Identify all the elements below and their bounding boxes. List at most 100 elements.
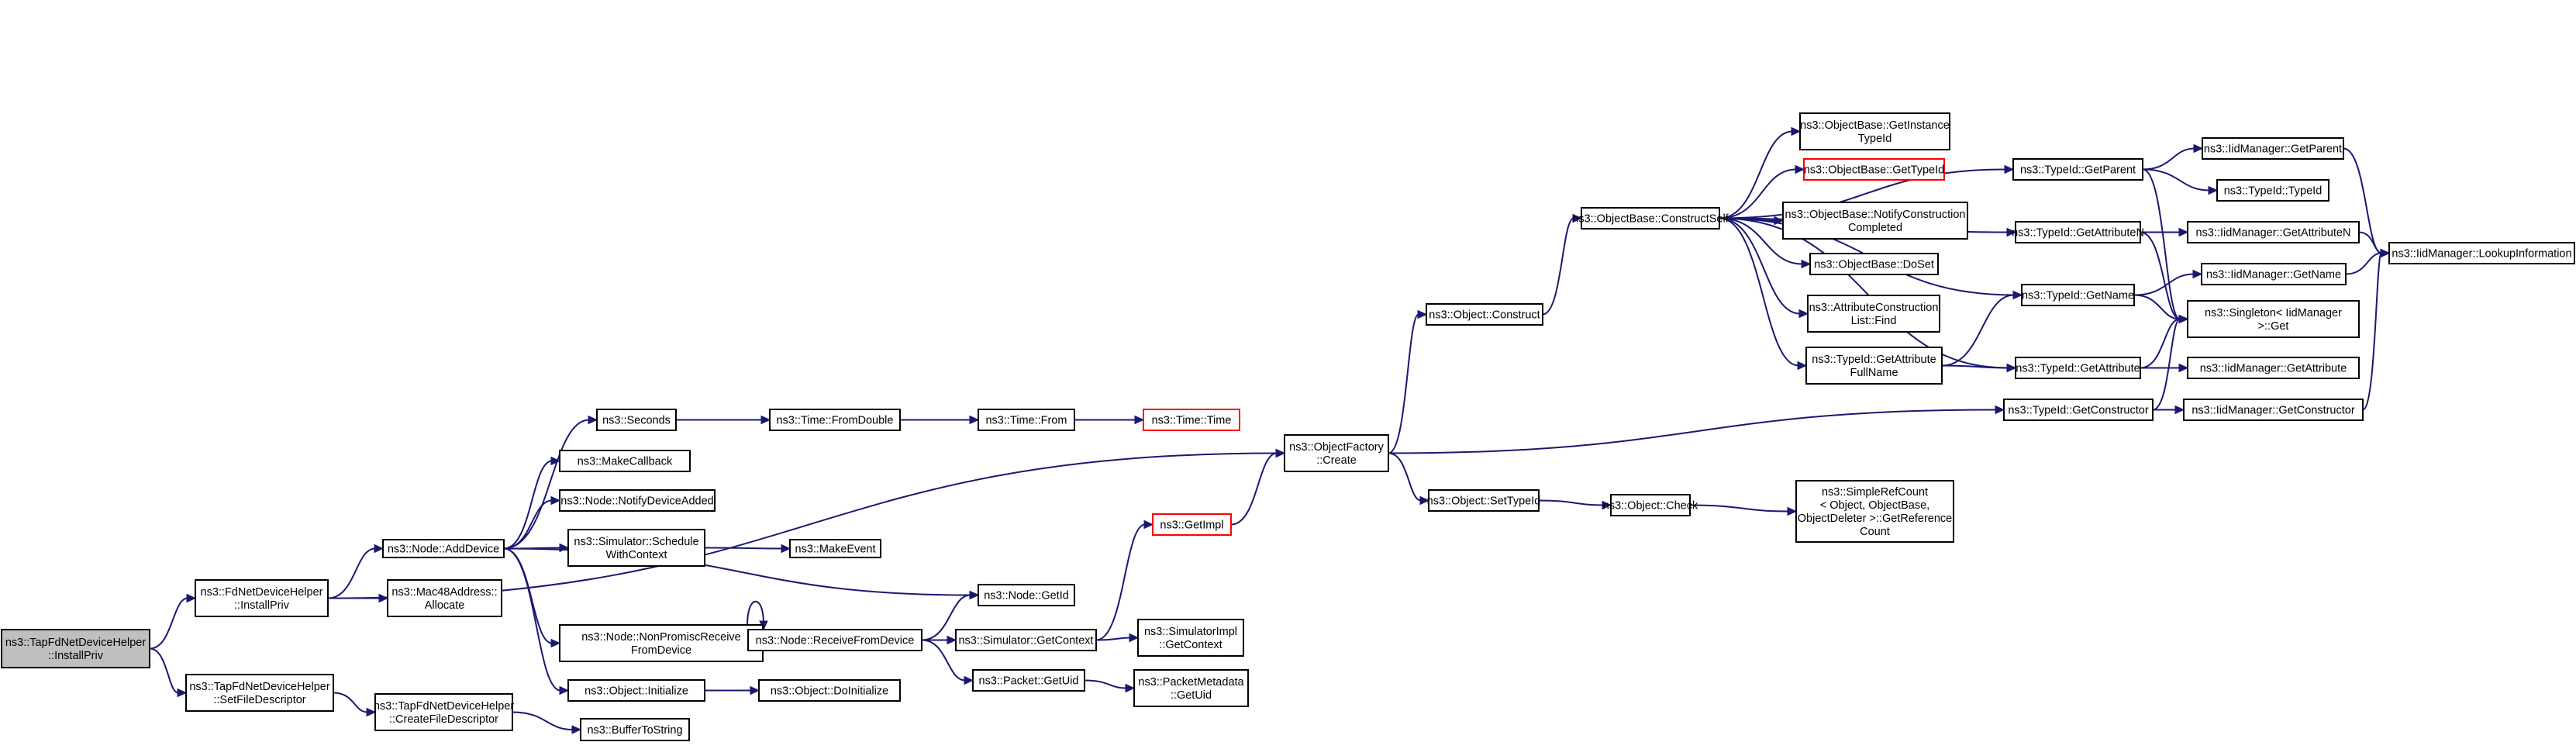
graph-node-simImplGetContext[interactable]: ns3::SimulatorImpl::GetContext <box>1137 619 1244 657</box>
graph-node-typeIdGetName[interactable]: ns3::TypeId::GetName <box>2021 284 2135 306</box>
graph-node-fdInstallPriv[interactable]: ns3::FdNetDeviceHelper::InstallPriv <box>195 579 329 617</box>
node-label-line: ns3::IidManager::GetParent <box>2204 143 2342 156</box>
node-label-line: ns3::AttributeConstruction <box>1809 302 1939 314</box>
graph-node-typeIdGetAttribute[interactable]: ns3::TypeId::GetAttribute <box>2015 357 2141 379</box>
graph-node-singletonGet[interactable]: ns3::Singleton< IidManager >::Get <box>2187 300 2360 338</box>
graph-node-pmGetUid[interactable]: ns3::PacketMetadata::GetUid <box>1133 669 1249 707</box>
edge-setFileDesc-to-createFileDesc <box>333 692 368 713</box>
edge-objConstruct-to-constructSelf <box>1542 217 1574 316</box>
graph-node-iidLookupInformation[interactable]: ns3::IidManager::LookupInformation <box>2388 242 2575 264</box>
graph-node-simGetContext[interactable]: ns3::Simulator::GetContext <box>955 629 1097 651</box>
graph-node-objInitialize[interactable]: ns3::Object::Initialize <box>567 679 705 702</box>
graph-node-makeCallback[interactable]: ns3::MakeCallback <box>559 450 691 472</box>
graph-node-iidGetName[interactable]: ns3::IidManager::GetName <box>2201 263 2347 285</box>
edge-arrowhead-addDevice-to-nonPromisc <box>550 638 561 648</box>
node-box <box>2183 399 2364 421</box>
graph-node-iidGetParent[interactable]: ns3::IidManager::GetParent <box>2202 137 2344 160</box>
graph-node-setFileDesc[interactable]: ns3::TapFdNetDeviceHelper::SetFileDescri… <box>185 674 334 712</box>
node-box <box>374 693 513 731</box>
node-box <box>1782 202 1968 240</box>
node-label-line: ::InstallPriv <box>48 650 104 662</box>
graph-node-iidGetAttribute[interactable]: ns3::IidManager::GetAttribute <box>2187 357 2360 379</box>
graph-node-simpleRefCount[interactable]: ns3::SimpleRefCount< Object, ObjectBase,… <box>1795 480 1954 543</box>
node-label-line: ns3::SimulatorImpl <box>1144 626 1237 638</box>
graph-node-typeIdGetParent[interactable]: ns3::TypeId::GetParent <box>2012 158 2143 181</box>
node-label-line: ns3::Node::AddDevice <box>388 544 499 556</box>
node-box <box>559 450 691 472</box>
node-label-line: ns3::IidManager::GetAttributeN <box>2196 227 2351 240</box>
edge-simGetContext-to-getImpl <box>1095 523 1146 641</box>
graph-node-objSetTypeId[interactable]: ns3::Object::SetTypeId <box>1427 489 1541 512</box>
node-label-line: ns3::MakeEvent <box>795 544 876 556</box>
edge-objCheck-to-simpleRefCount <box>1689 504 1789 513</box>
edge-arrowhead-addDevice-to-seconds <box>588 415 598 425</box>
graph-node-createFileDesc[interactable]: ns3::TapFdNetDeviceHelper::CreateFileDes… <box>374 693 515 731</box>
graph-node-seconds[interactable]: ns3::Seconds <box>596 409 677 431</box>
graph-node-notifyDeviceAdded[interactable]: ns3::Node::NotifyDeviceAdded <box>559 489 716 512</box>
node-label-line: ns3::Object::DoInitialize <box>771 685 888 698</box>
node-box <box>382 539 505 558</box>
graph-node-bufferToString[interactable]: ns3::BufferToString <box>580 718 690 741</box>
edge-arrowhead-seconds-to-timeFromDouble <box>760 415 771 425</box>
graph-node-objConstruct[interactable]: ns3::Object::Construct <box>1426 303 1543 326</box>
edge-arrowhead-receiveFromDevice-to-packetGetUid <box>964 675 974 685</box>
edge-root-to-setFileDesc <box>149 647 179 694</box>
node-label-line: ns3::Node::ReceiveFromDevice <box>756 635 915 647</box>
node-box <box>1809 253 1939 275</box>
graph-node-timeTime[interactable]: ns3::Time::Time <box>1143 409 1240 431</box>
graph-node-typeIdGetAttributeN[interactable]: ns3::TypeId::GetAttributeN <box>2012 221 2144 243</box>
node-label-line: ns3::IidManager::LookupInformation <box>2392 248 2571 261</box>
graph-node-timeFrom[interactable]: ns3::Time::From <box>978 409 1075 431</box>
graph-node-doInitialize[interactable]: ns3::Object::DoInitialize <box>758 679 901 702</box>
edges-layer <box>149 126 2391 734</box>
graph-node-timeFromDouble[interactable]: ns3::Time::FromDouble <box>769 409 901 431</box>
graph-node-packetGetUid[interactable]: ns3::Packet::GetUid <box>972 669 1085 692</box>
edge-createFileDesc-to-bufferToString <box>512 711 574 730</box>
node-label-line: ns3::FdNetDeviceHelper <box>201 586 323 599</box>
graph-node-receiveFromDevice[interactable]: ns3::Node::ReceiveFromDevice <box>747 629 922 651</box>
node-label-line: ns3::ObjectBase::GetTypeId <box>1804 164 1944 177</box>
node-label-line: ns3::SimpleRefCount <box>1822 486 1928 499</box>
graph-node-notifyConstruction[interactable]: ns3::ObjectBase::NotifyConstructionCompl… <box>1782 202 1968 240</box>
graph-node-nodeGetId[interactable]: ns3::Node::GetId <box>978 584 1075 606</box>
graph-node-doSet[interactable]: ns3::ObjectBase::DoSet <box>1809 253 1939 275</box>
graph-node-objCheck[interactable]: ns3::Object::Check <box>1603 494 1698 516</box>
edge-constructSelf-to-getInstanceTypeId <box>1719 130 1793 219</box>
node-box <box>567 679 705 702</box>
graph-node-obGetTypeId[interactable]: ns3::ObjectBase::GetTypeId <box>1803 158 1945 181</box>
edge-arrowhead-simGetContext-to-simImplGetContext <box>1129 633 1140 643</box>
edge-arrowhead-getAttrFullName-to-typeIdGetAttribute <box>2006 363 2017 373</box>
node-box <box>1610 494 1691 516</box>
graph-node-typeIdGetConstructor[interactable]: ns3::TypeId::GetConstructor <box>2003 399 2154 421</box>
node-box <box>580 718 690 741</box>
graph-node-iidGetAttributeN[interactable]: ns3::IidManager::GetAttributeN <box>2187 221 2360 243</box>
graph-node-macAllocate[interactable]: ns3::Mac48Address::Allocate <box>387 579 502 617</box>
node-box <box>1426 303 1543 326</box>
node-label-line: ns3::ObjectBase::GetInstance <box>1800 119 1950 132</box>
node-label-line: ::CreateFileDescriptor <box>389 713 498 726</box>
graph-node-typeIdTypeId[interactable]: ns3::TypeId::TypeId <box>2216 179 2329 202</box>
edge-root-to-fdInstallPriv <box>149 597 188 650</box>
edge-arrowhead-timeFromDouble-to-timeFrom <box>969 415 980 425</box>
edge-arrowhead-receiveFromDevice-to-simGetContext <box>947 635 957 645</box>
edge-constructSelf-to-getAttrFullName <box>1719 217 1799 367</box>
node-box <box>758 679 901 702</box>
node-label-line: ns3::TapFdNetDeviceHelper <box>189 681 330 693</box>
edge-arrowhead-fdInstallPriv-to-addDevice <box>374 544 385 554</box>
node-label-line: ns3::Node::NotifyDeviceAdded <box>560 495 713 508</box>
graph-node-iidGetConstructor[interactable]: ns3::IidManager::GetConstructor <box>2183 399 2364 421</box>
graph-node-addDevice[interactable]: ns3::Node::AddDevice <box>382 539 505 558</box>
graph-node-getImpl[interactable]: ns3::GetImpl <box>1152 513 1232 536</box>
graph-node-makeEvent[interactable]: ns3::MakeEvent <box>789 539 881 558</box>
edge-arrowhead-addDevice-to-makeCallback <box>550 456 561 466</box>
graph-node-constructSelf[interactable]: ns3::ObjectBase::ConstructSelf <box>1572 207 1729 230</box>
node-label-line: ns3::Time::Time <box>1152 415 1232 427</box>
graph-node-objFactoryCreate[interactable]: ns3::ObjectFactory::Create <box>1284 434 1389 472</box>
node-box <box>2201 263 2347 285</box>
node-label-line: ns3::TypeId::TypeId <box>2224 185 2323 198</box>
